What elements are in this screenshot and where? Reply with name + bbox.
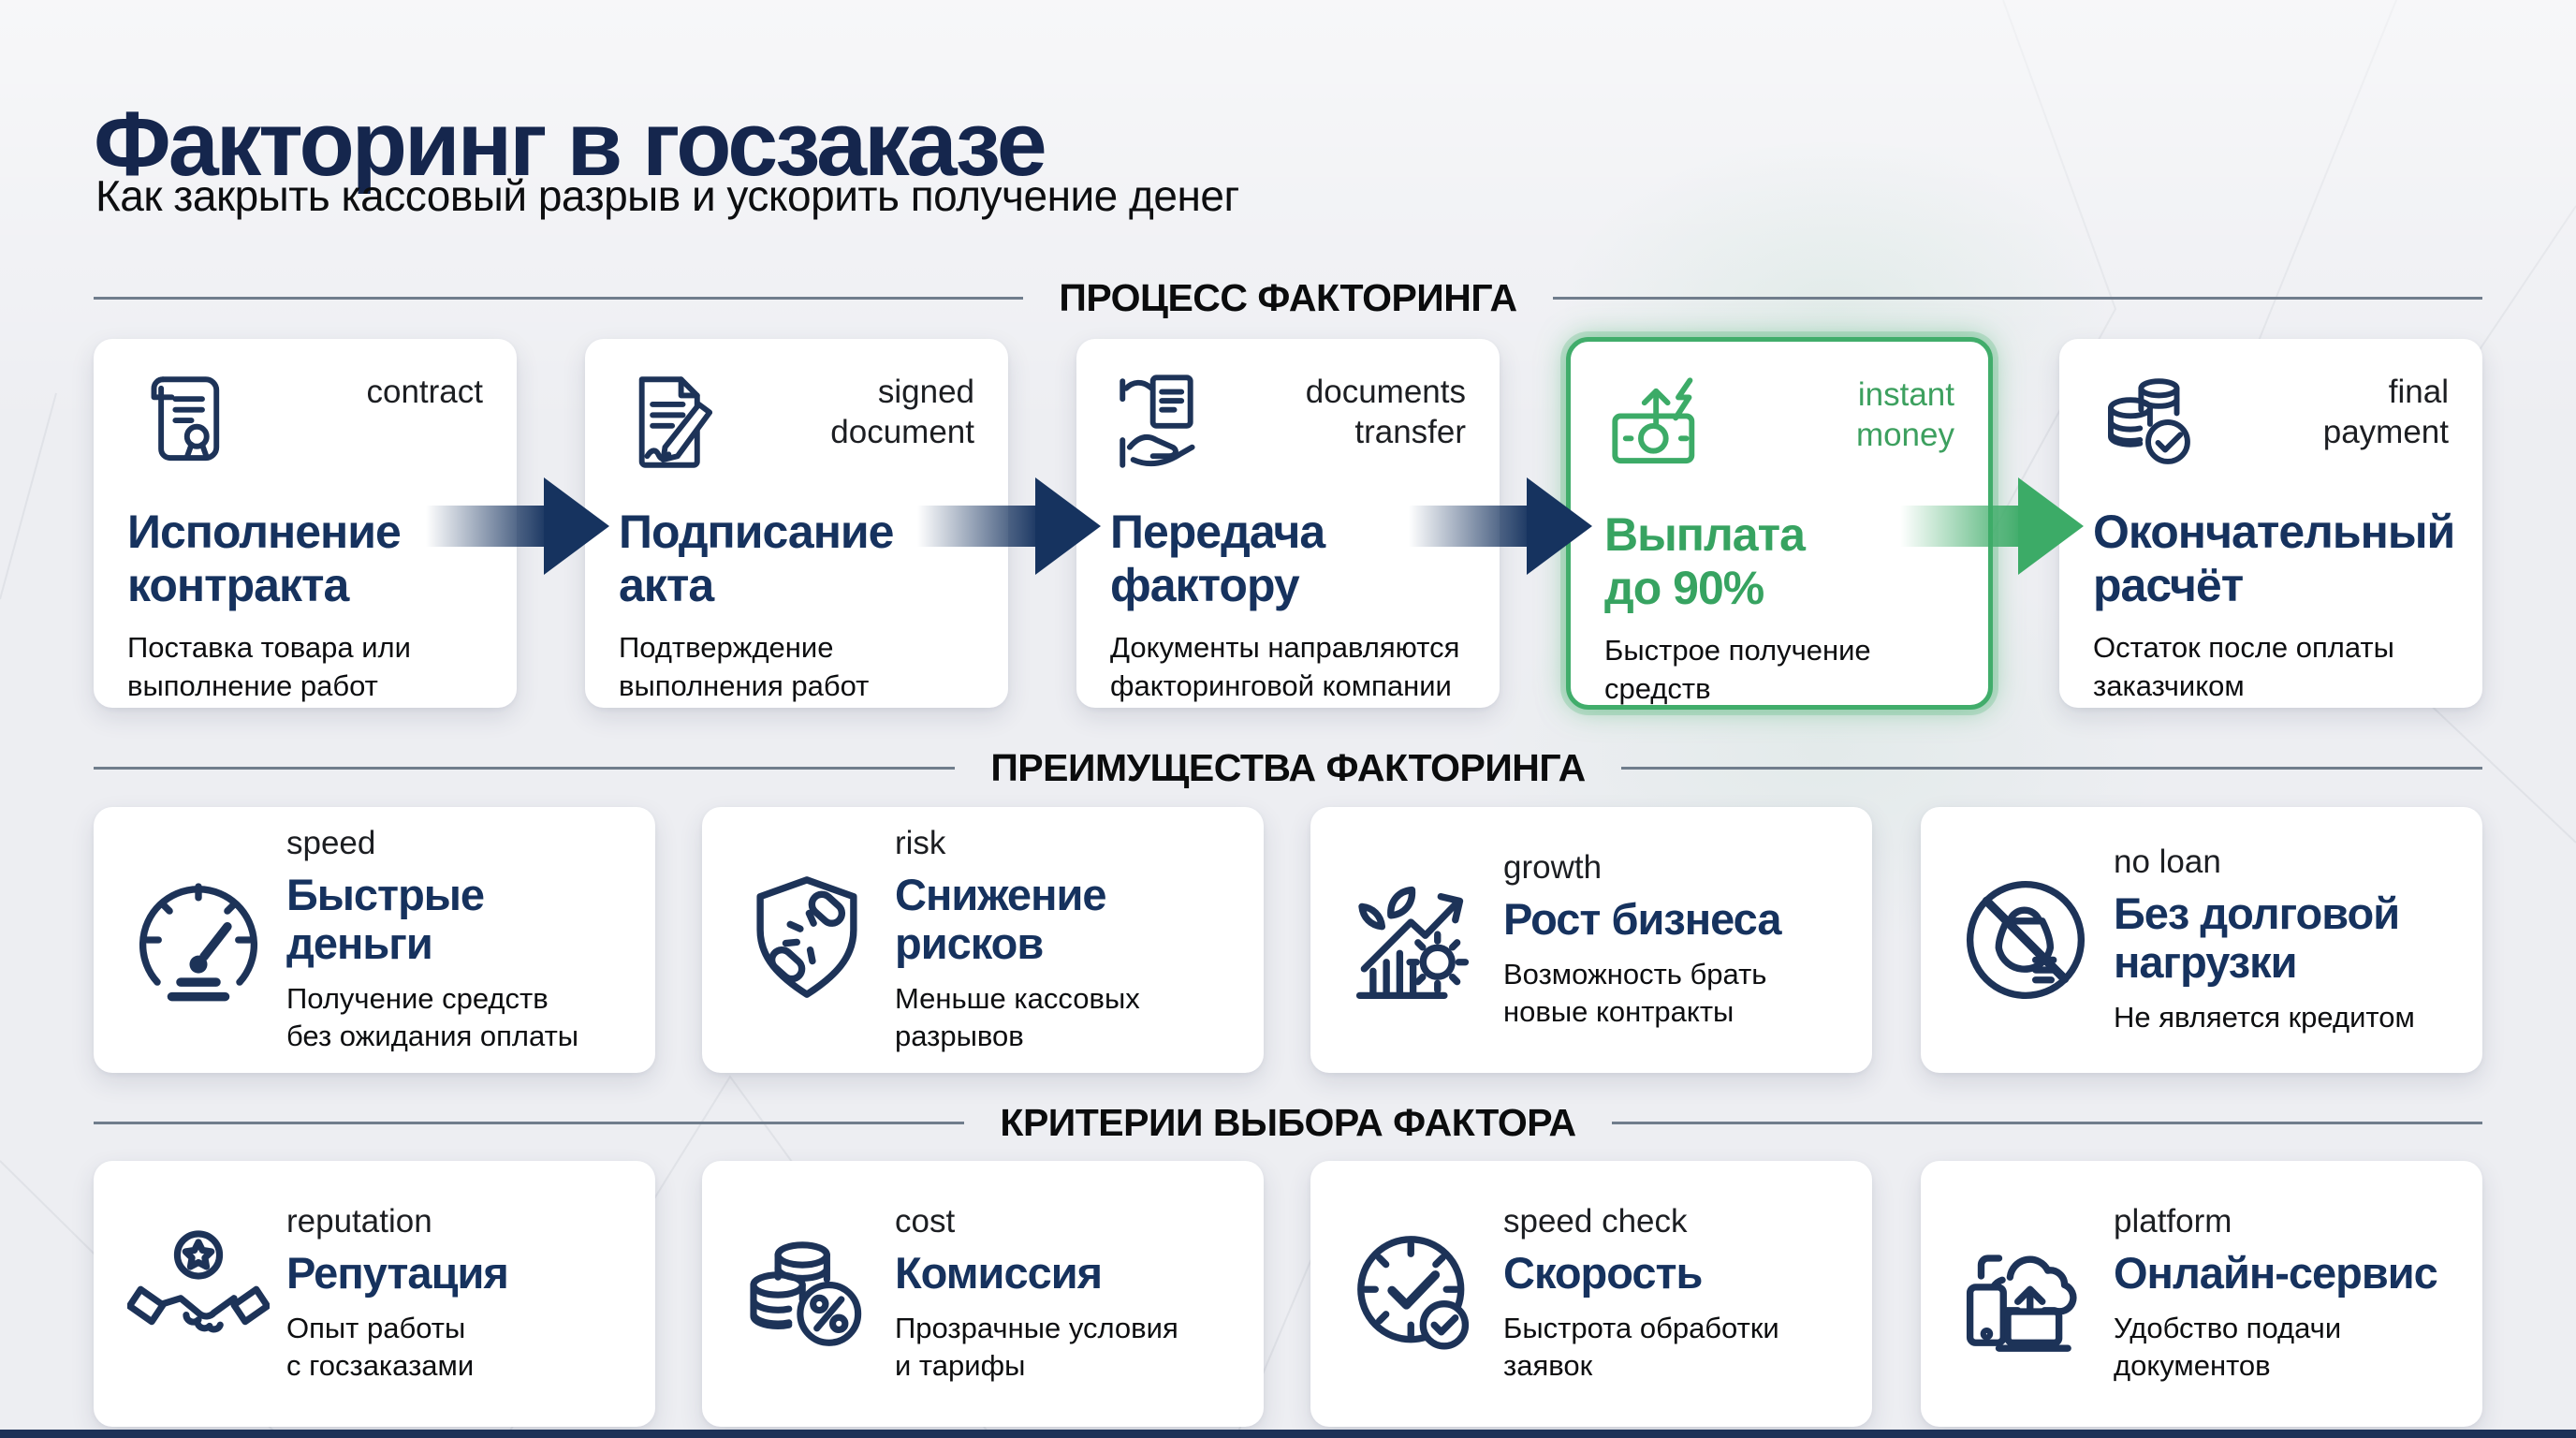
advantage-title: Без долговой нагрузки [2114, 888, 2400, 988]
criteria-tag: reputation [286, 1202, 432, 1240]
arrow-right-icon [1409, 470, 1596, 582]
step-card-transfer-to-factor: documents transfer Передача фактору Доку… [1076, 339, 1500, 708]
signed-document-icon [617, 365, 731, 479]
advantage-card-business-growth: growth Рост бизнеса Возможность брать но… [1310, 807, 1872, 1073]
step-title: Окончательный расчёт [2093, 506, 2455, 611]
advantage-description: Меньше кассовых разрывов [895, 981, 1140, 1053]
criteria-title: Репутация [286, 1247, 509, 1298]
arrow-right-green-icon [1900, 470, 2087, 582]
advantage-card-fast-money: speed Быстрые деньги Получение средств б… [94, 807, 655, 1073]
step-card-act-signing: signed document Подписание акта Подтверж… [585, 339, 1008, 708]
section-heading: КРИТЕРИИ ВЫБОРА ФАКТОРА [1000, 1100, 1576, 1144]
advantage-tag: no loan [2114, 843, 2221, 880]
advantage-description: Возможность брать новые контракты [1503, 957, 1767, 1028]
criteria-description: Удобство подачи документов [2114, 1311, 2342, 1382]
divider-line [94, 296, 1024, 300]
section-heading: ПРОЦЕСС ФАКТОРИНГА [1059, 275, 1517, 319]
contract-icon [125, 365, 240, 479]
no-loan-icon [1945, 867, 2106, 1013]
step-title: Подписание акта [619, 506, 894, 611]
advantage-card-no-debt: no loan Без долговой нагрузки Не являетс… [1921, 807, 2482, 1073]
advantage-tag: risk [895, 824, 946, 861]
clock-check-icon [1335, 1221, 1496, 1367]
criteria-row: reputation Репутация Опыт работы с госза… [94, 1161, 2482, 1427]
criteria-card-online-service: platform Онлайн-сервис Удобство подачи д… [1921, 1161, 2482, 1427]
section-heading: ПРЕИМУЩЕСТВА ФАКТОРИНГА [990, 745, 1586, 789]
step-card-final-settlement: final payment Окончательный расчёт Остат… [2059, 339, 2482, 708]
criteria-tag: cost [895, 1202, 956, 1240]
arrow-right-icon [426, 470, 613, 582]
section-header-advantages: ПРЕИМУЩЕСТВА ФАКТОРИНГА [94, 744, 2483, 791]
divider-line [1620, 766, 2483, 770]
advantage-description: Не является кредитом [2114, 1000, 2415, 1034]
advantage-card-risk-reduction: risk Снижение рисков Меньше кассовых раз… [702, 807, 1264, 1073]
advantage-title: Быстрые деньги [286, 869, 485, 969]
documents-transfer-icon [1108, 365, 1222, 479]
step-title: Исполнение контракта [127, 506, 402, 611]
advantage-title: Рост бизнеса [1503, 893, 1782, 944]
step-title: Выплата до 90% [1604, 508, 1806, 614]
criteria-title: Скорость [1503, 1247, 1703, 1298]
step-description: Документы направляются факторинговой ком… [1110, 631, 1460, 702]
step-tag: final payment [2322, 374, 2449, 450]
arrow-right-icon [917, 470, 1105, 582]
final-payment-icon [2091, 365, 2205, 479]
criteria-title: Онлайн-сервис [2114, 1247, 2438, 1298]
cloud-devices-icon [1945, 1221, 2106, 1367]
step-description: Остаток после оплаты заказчиком [2093, 631, 2394, 702]
step-tag: instant money [1855, 376, 1954, 453]
divider-line [1611, 1121, 2482, 1124]
divider-line [94, 766, 956, 770]
growth-chart-icon [1335, 867, 1496, 1013]
criteria-tag: platform [2114, 1202, 2232, 1240]
criteria-description: Прозрачные условия и тарифы [895, 1311, 1178, 1382]
speedometer-icon [118, 867, 279, 1013]
criteria-description: Опыт работы с госзаказами [286, 1311, 475, 1382]
criteria-card-reputation: reputation Репутация Опыт работы с госза… [94, 1161, 655, 1427]
advantage-tag: speed [286, 824, 376, 861]
process-row: contract Исполнение контракта Поставка т… [94, 337, 2482, 710]
criteria-description: Быстрота обработки заявок [1503, 1311, 1779, 1382]
section-header-criteria: КРИТЕРИИ ВЫБОРА ФАКТОРА [94, 1099, 2482, 1146]
page-subtitle: Как закрыть кассовый разрыв и ускорить п… [95, 171, 1239, 220]
advantage-title: Снижение рисков [895, 869, 1107, 969]
step-tag: signed document [830, 374, 974, 450]
divider-line [1552, 296, 2482, 300]
coins-percent-icon [726, 1221, 887, 1367]
criteria-card-commission: cost Комиссия Прозрачные условия и тариф… [702, 1161, 1264, 1427]
criteria-tag: speed check [1503, 1202, 1688, 1240]
advantage-description: Получение средств без ожидания оплаты [286, 981, 579, 1053]
step-title: Передача фактору [1110, 506, 1325, 611]
step-description: Быстрое получение средств [1604, 634, 1871, 705]
advantage-tag: growth [1503, 848, 1603, 886]
advantages-row: speed Быстрые деньги Получение средств б… [94, 807, 2482, 1073]
criteria-title: Комиссия [895, 1247, 1103, 1298]
handshake-star-icon [118, 1221, 279, 1367]
section-header-process: ПРОЦЕСС ФАКТОРИНГА [94, 274, 2482, 321]
instant-money-icon [1603, 368, 1717, 482]
step-tag: contract [366, 374, 484, 410]
shield-broken-chain-icon [726, 867, 887, 1013]
page-title: Факторинг в госзаказе [94, 92, 1047, 195]
step-tag: documents transfer [1305, 374, 1466, 450]
step-description: Подтверждение выполнения работ [619, 631, 870, 702]
bottom-accent-bar [0, 1430, 2576, 1438]
divider-line [94, 1121, 965, 1124]
step-description: Поставка товара или выполнение работ [127, 631, 411, 702]
criteria-card-speed: speed check Скорость Быстрота обработки … [1310, 1161, 1872, 1427]
